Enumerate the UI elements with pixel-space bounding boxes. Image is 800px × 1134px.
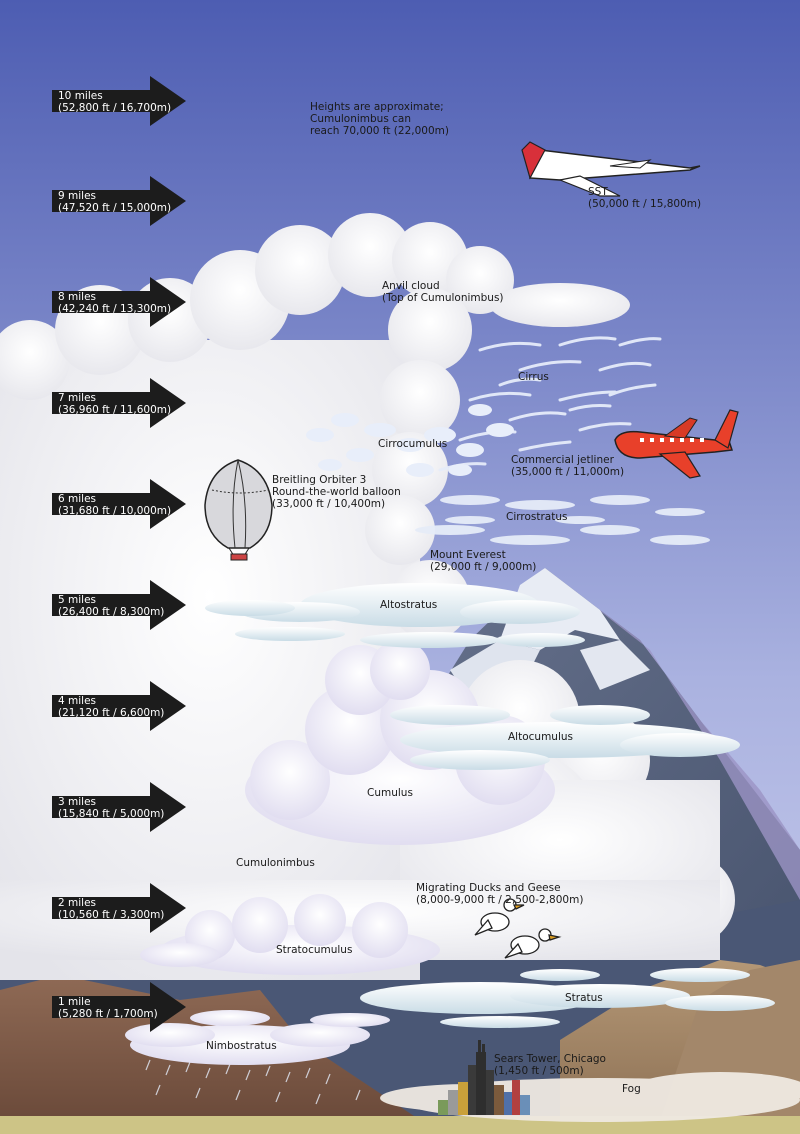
cirrostratus-label: Cirrostratus bbox=[506, 511, 568, 523]
altitude-miles: 4 miles bbox=[58, 695, 97, 707]
altocumulus-label: Altocumulus bbox=[508, 731, 573, 743]
mount-everest-label: Mount Everest (29,000 ft / 9,000m) bbox=[430, 549, 536, 573]
balloon-line2: Round-the-world balloon bbox=[272, 486, 401, 498]
cumulus-label: Cumulus bbox=[367, 787, 413, 799]
altitude-miles: 6 miles bbox=[58, 493, 97, 505]
migrating-birds-illustration bbox=[474, 898, 562, 959]
rain-streaks bbox=[145, 1059, 361, 1105]
cirrocumulus-cloud bbox=[306, 404, 514, 477]
nimbostratus-cloud bbox=[125, 1010, 390, 1065]
arrow-5-miles bbox=[52, 580, 186, 630]
jetliner-name: Commercial jetliner bbox=[511, 454, 614, 466]
altitude-miles: 1 mile bbox=[58, 996, 91, 1008]
sst-detail: (50,000 ft / 15,800m) bbox=[588, 198, 702, 210]
arrow-1-mile bbox=[52, 982, 186, 1032]
commercial-jetliner-illustration bbox=[614, 409, 739, 479]
cirrocumulus-label: Cirrocumulus bbox=[378, 438, 448, 450]
cirrus-cloud bbox=[438, 336, 662, 472]
jetliner-detail: (35,000 ft / 11,000m) bbox=[511, 466, 625, 478]
sears-detail: (1,450 ft / 500m) bbox=[494, 1065, 584, 1077]
altitude-detail: (36,960 ft / 11,600m) bbox=[58, 404, 172, 416]
jetliner-label: Commercial jetliner (35,000 ft / 11,000m… bbox=[511, 454, 624, 478]
altitude-detail: (31,680 ft / 10,000m) bbox=[58, 505, 172, 517]
arrow-7-miles bbox=[52, 378, 186, 428]
cirrostratus-cloud bbox=[415, 495, 710, 545]
stratocumulus-label: Stratocumulus bbox=[276, 944, 353, 956]
balloon-detail: (33,000 ft / 10,400m) bbox=[272, 498, 386, 510]
altitude-miles: 8 miles bbox=[58, 291, 97, 303]
altitude-label-2-miles: 2 miles (10,560 ft / 3,300m) bbox=[58, 897, 164, 921]
altitude-label-3-miles: 3 miles (15,840 ft / 5,000m) bbox=[58, 796, 164, 820]
sst-airplane-illustration bbox=[521, 141, 701, 197]
note-heights-approximate: Heights are approximate; Cumulonimbus ca… bbox=[310, 101, 449, 137]
altitude-miles: 7 miles bbox=[58, 392, 97, 404]
altitude-detail: (52,800 ft / 16,700m) bbox=[58, 102, 172, 114]
birds-detail: (8,000-9,000 ft / 2,500-2,800m) bbox=[416, 894, 584, 906]
note-line: Cumulonimbus can bbox=[310, 113, 412, 125]
altitude-detail: (15,840 ft / 5,000m) bbox=[58, 808, 165, 820]
altocumulus-cloud bbox=[390, 705, 740, 770]
anvil-cloud-label: Anvil cloud (Top of Cumulonimbus) bbox=[382, 280, 504, 304]
altitude-arrows bbox=[52, 76, 186, 1032]
stratus-label: Stratus bbox=[565, 992, 603, 1004]
altostratus-label: Altostratus bbox=[380, 599, 438, 611]
everest-name: Mount Everest bbox=[430, 549, 506, 561]
sears-name: Sears Tower, Chicago bbox=[494, 1053, 606, 1065]
sst-name: SST bbox=[588, 186, 608, 198]
nimbostratus-label: Nimbostratus bbox=[206, 1040, 277, 1052]
altitude-label-5-miles: 5 miles (26,400 ft / 8,300m) bbox=[58, 594, 164, 618]
cirrus-label: Cirrus bbox=[518, 371, 549, 383]
altitude-miles: 3 miles bbox=[58, 796, 97, 808]
note-line: Heights are approximate; bbox=[310, 101, 444, 113]
arrow-2-miles bbox=[52, 883, 186, 933]
arrow-6-miles bbox=[52, 479, 186, 529]
altitude-label-7-miles: 7 miles (36,960 ft / 11,600m) bbox=[58, 392, 171, 416]
cumulonimbus-label: Cumulonimbus bbox=[236, 857, 315, 869]
breitling-orbiter-balloon-illustration bbox=[204, 459, 273, 561]
sears-tower-skyline bbox=[438, 1040, 530, 1115]
altitude-detail: (42,240 ft / 13,300m) bbox=[58, 303, 172, 315]
altitude-miles: 5 miles bbox=[58, 594, 97, 606]
altitude-label-4-miles: 4 miles (21,120 ft / 6,600m) bbox=[58, 695, 164, 719]
altitude-label-9-miles: 9 miles (47,520 ft / 15,000m) bbox=[58, 190, 171, 214]
arrow-10-miles bbox=[52, 76, 186, 126]
altitude-label-8-miles: 8 miles (42,240 ft / 13,300m) bbox=[58, 291, 171, 315]
anvil-detail: (Top of Cumulonimbus) bbox=[382, 292, 504, 304]
altitude-miles: 2 miles bbox=[58, 897, 97, 909]
birds-label: Migrating Ducks and Geese (8,000-9,000 f… bbox=[416, 882, 583, 906]
arrow-8-miles bbox=[52, 277, 186, 327]
altostratus-cloud bbox=[205, 583, 585, 648]
altitude-detail: (47,520 ft / 15,000m) bbox=[58, 202, 172, 214]
altitude-detail: (10,560 ft / 3,300m) bbox=[58, 909, 165, 921]
altitude-label-10-miles: 10 miles (52,800 ft / 16,700m) bbox=[58, 90, 171, 114]
altitude-miles: 9 miles bbox=[58, 190, 97, 202]
altitude-label-1-mile: 1 mile (5,280 ft / 1,700m) bbox=[58, 996, 158, 1020]
stratus-cloud bbox=[360, 968, 775, 1028]
arrow-3-miles bbox=[52, 782, 186, 832]
altitude-label-6-miles: 6 miles (31,680 ft / 10,000m) bbox=[58, 493, 171, 517]
everest-detail: (29,000 ft / 9,000m) bbox=[430, 561, 537, 573]
note-line: reach 70,000 ft (22,000m) bbox=[310, 125, 449, 137]
fog-label: Fog bbox=[622, 1083, 641, 1095]
balloon-name: Breitling Orbiter 3 bbox=[272, 474, 367, 486]
balloon-label: Breitling Orbiter 3 Round-the-world ball… bbox=[272, 474, 401, 510]
arrow-9-miles bbox=[52, 176, 186, 226]
anvil-name: Anvil cloud bbox=[382, 280, 440, 292]
altitude-detail: (5,280 ft / 1,700m) bbox=[58, 1008, 158, 1020]
altitude-detail: (26,400 ft / 8,300m) bbox=[58, 606, 165, 618]
birds-name: Migrating Ducks and Geese bbox=[416, 882, 561, 894]
sears-tower-label: Sears Tower, Chicago (1,450 ft / 500m) bbox=[494, 1053, 606, 1077]
stratocumulus-cloud bbox=[140, 894, 440, 975]
arrow-4-miles bbox=[52, 681, 186, 731]
altitude-miles: 10 miles bbox=[58, 90, 103, 102]
sst-label: SST (50,000 ft / 15,800m) bbox=[588, 186, 701, 210]
altitude-detail: (21,120 ft / 6,600m) bbox=[58, 707, 165, 719]
